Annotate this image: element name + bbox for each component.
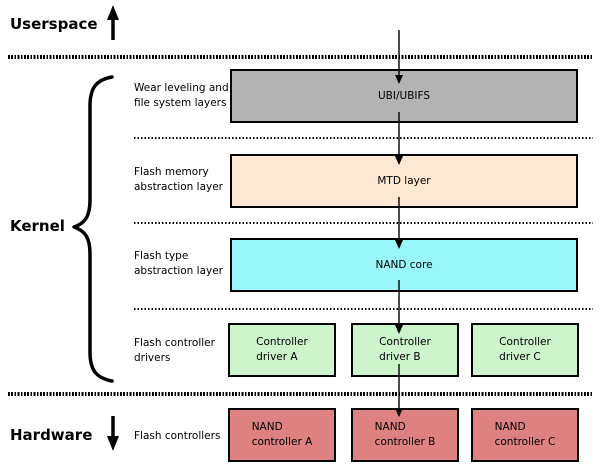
userspace-kernel-separator: [8, 55, 593, 59]
box-controller-driver-a: Controller driver A: [228, 323, 336, 377]
box-nand-controller-c: NAND controller C: [471, 408, 579, 462]
layer-label-flash-memory: Flash memory abstraction layer: [134, 166, 224, 193]
box-ubi-ubifs: UBI/UBIFS: [230, 69, 578, 123]
box-controller-driver-c-label: Controller driver C: [499, 336, 551, 363]
box-mtd-layer: MTD layer: [230, 154, 578, 208]
hardware-label: Hardware: [10, 426, 93, 444]
layer-label-flash-controller-drivers: Flash controller drivers: [134, 337, 215, 364]
kernel-label: Kernel: [10, 217, 65, 235]
layer-label-wear-leveling: Wear leveling and file system layers: [134, 82, 229, 109]
box-nand-controller-c-label: NAND controller C: [494, 421, 556, 448]
userspace-up-arrow-icon: [107, 5, 119, 40]
box-nand-core: NAND core: [230, 238, 578, 292]
layer-separator-2: [134, 222, 593, 224]
box-controller-driver-a-label: Controller driver A: [256, 336, 308, 363]
kernel-brace: [72, 75, 114, 383]
box-nand-controller-b: NAND controller B: [351, 408, 459, 462]
hardware-down-arrow-icon: [107, 416, 119, 451]
box-controller-driver-b-label: Controller driver B: [379, 336, 431, 363]
box-nand-controller-a: NAND controller A: [228, 408, 336, 462]
box-ubi-ubifs-label: UBI/UBIFS: [377, 89, 431, 102]
box-nand-core-label: NAND core: [375, 258, 433, 271]
box-mtd-layer-label: MTD layer: [377, 174, 431, 187]
layer-label-flash-controllers: Flash controllers: [134, 430, 221, 442]
box-nand-controller-a-label: NAND controller A: [251, 421, 313, 448]
box-controller-driver-b: Controller driver B: [351, 323, 459, 377]
layer-separator-3: [134, 308, 593, 310]
box-nand-controller-b-label: NAND controller B: [374, 421, 436, 448]
layer-label-flash-type: Flash type abstraction layer: [134, 250, 224, 277]
box-controller-driver-c: Controller driver C: [471, 323, 579, 377]
userspace-label: Userspace: [10, 15, 98, 33]
kernel-hardware-separator: [8, 392, 593, 396]
layer-separator-1: [134, 137, 593, 139]
